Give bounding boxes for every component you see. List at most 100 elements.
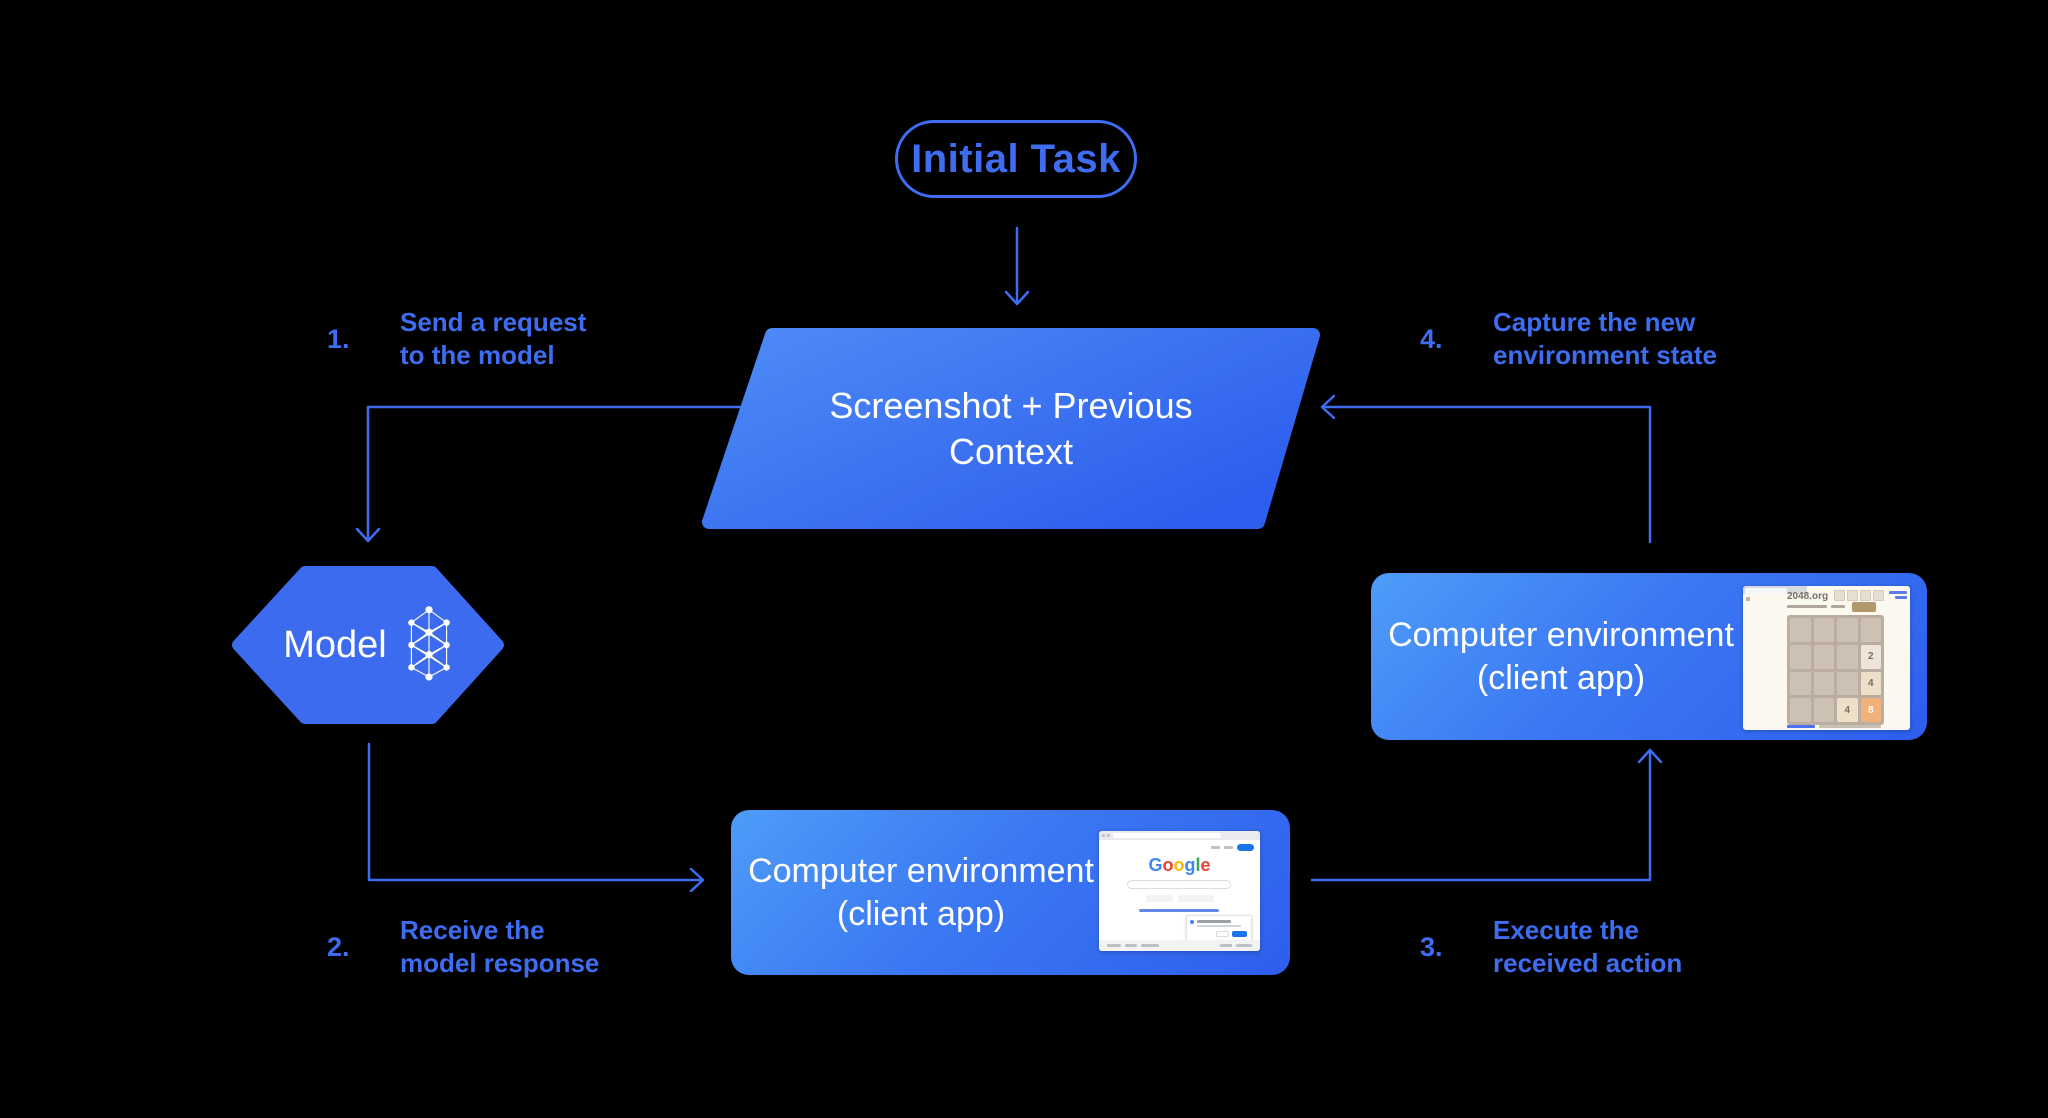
arrow-env-to-context xyxy=(1320,394,1652,544)
footer-link xyxy=(1220,944,1232,947)
google-search-box xyxy=(1127,880,1231,889)
board-cell xyxy=(1813,671,1834,696)
step-3-label: 3. Execute the received action xyxy=(1420,914,1682,980)
footer-link xyxy=(1236,944,1252,947)
google-logo: Google xyxy=(1099,855,1260,876)
screenshot-context-node: Screenshot + Previous Context xyxy=(700,326,1322,532)
browser-titlebar xyxy=(1099,831,1260,840)
tile-4: 4 xyxy=(1860,671,1881,696)
board-cell xyxy=(1790,618,1811,642)
computer-environment-right-label: Computer environment (client app) xyxy=(1371,573,1751,740)
board-cell xyxy=(1790,698,1811,722)
images-link xyxy=(1224,846,1233,849)
dialog-secondary-button xyxy=(1216,931,1229,937)
logo-letter: g xyxy=(1184,855,1196,875)
footer-link xyxy=(1107,944,1121,947)
step-3-line1: Execute the xyxy=(1493,915,1639,945)
game-board: 2 4 4 8 xyxy=(1787,615,1884,725)
bottom-text xyxy=(1819,725,1881,728)
step-2-number: 2. xyxy=(327,931,350,962)
initial-task-label: Initial Task xyxy=(911,136,1121,181)
board-cell xyxy=(1790,644,1811,669)
bottom-link xyxy=(1787,725,1815,728)
dialog-text xyxy=(1197,920,1231,923)
board-cell xyxy=(1790,671,1811,696)
env-bottom-line1: Computer environment xyxy=(748,851,1094,890)
step-4-label: 4. Capture the new environment state xyxy=(1420,306,1717,372)
step-4-number: 4. xyxy=(1420,323,1443,354)
step-1-label: 1. Send a request to the model xyxy=(327,306,586,372)
top-link xyxy=(1895,596,1907,599)
gmail-link xyxy=(1211,846,1220,849)
computer-environment-bottom-label: Computer environment (client app) xyxy=(731,810,1111,975)
top-link xyxy=(1889,591,1907,594)
step-4-line2: environment state xyxy=(1493,340,1717,370)
screenshot-context-node-shape xyxy=(702,328,1320,529)
step-4-text: Capture the new environment state xyxy=(1493,306,1717,372)
board-cell xyxy=(1813,698,1834,722)
model-node: Model xyxy=(228,562,508,728)
score-box xyxy=(1834,590,1845,601)
env-right-line1: Computer environment xyxy=(1388,615,1734,654)
logo-letter: G xyxy=(1148,855,1163,875)
google-offer-link xyxy=(1139,909,1219,912)
browser-dot xyxy=(1102,834,1105,837)
back-icon xyxy=(1746,597,1750,601)
logo-letter: o xyxy=(1173,855,1185,875)
board-cell xyxy=(1837,671,1858,696)
google-buttons xyxy=(1099,895,1260,902)
step-3-line2: received action xyxy=(1493,948,1683,978)
step-1-text: Send a request to the model xyxy=(400,306,586,372)
tile-8: 8 xyxy=(1860,698,1881,722)
tile-4: 4 xyxy=(1837,698,1858,722)
arrow-initialtask-to-context xyxy=(1004,226,1030,306)
score-box xyxy=(1847,590,1858,601)
step-2-line1: Receive the xyxy=(400,915,545,945)
browser-tab xyxy=(1745,587,1787,594)
logo-letter: e xyxy=(1200,855,1211,875)
step-1-line2: to the model xyxy=(400,340,555,370)
board-cell xyxy=(1813,618,1834,642)
arrow-model-to-env xyxy=(367,742,705,893)
google-homepage-thumbnail: Google xyxy=(1099,831,1260,951)
dialog-primary-button xyxy=(1232,931,1247,937)
footer-link xyxy=(1141,944,1159,947)
step-3-text: Execute the received action xyxy=(1493,914,1682,980)
subtitle-text xyxy=(1831,605,1845,608)
model-label: Model xyxy=(283,623,387,666)
board-cell xyxy=(1837,618,1858,642)
score-boxes xyxy=(1834,590,1884,601)
model-node-shape xyxy=(232,566,504,724)
site-title: 2048.org xyxy=(1787,591,1829,602)
browser-dot xyxy=(1107,834,1110,837)
computer-environment-right-node: Computer environment (client app) 2048.o… xyxy=(1371,573,1927,740)
initial-task-node: Initial Task xyxy=(895,120,1137,198)
step-3-number: 3. xyxy=(1420,931,1443,962)
browser-tabstrip xyxy=(1743,586,1807,594)
tile-2: 2 xyxy=(1860,644,1881,669)
screenshot-context-line2: Context xyxy=(948,431,1074,472)
google-dialog xyxy=(1186,915,1252,941)
env-bottom-line2: (client app) xyxy=(836,894,1006,933)
score-box xyxy=(1873,590,1884,601)
arrow-context-to-model xyxy=(355,405,744,543)
step-2-label: 2. Receive the model response xyxy=(327,914,599,980)
subtitle-text xyxy=(1787,605,1827,608)
footer-link xyxy=(1125,944,1137,947)
logo-letter: l xyxy=(1195,855,1201,875)
sign-in-button xyxy=(1237,844,1254,851)
google-footer xyxy=(1099,940,1260,951)
neural-network-icon xyxy=(407,606,450,681)
dialog-text xyxy=(1197,925,1241,927)
step-2-text: Receive the model response xyxy=(400,914,599,980)
google-topnav xyxy=(1211,844,1254,851)
step-2-line2: model response xyxy=(400,948,600,978)
google-search-button xyxy=(1145,895,1173,902)
step-4-line1: Capture the new xyxy=(1493,307,1696,337)
screenshot-context-line1: Screenshot + Previous xyxy=(829,385,1193,426)
address-bar xyxy=(1113,833,1221,838)
board-cell xyxy=(1837,644,1858,669)
arrow-env-to-env xyxy=(1310,748,1663,882)
